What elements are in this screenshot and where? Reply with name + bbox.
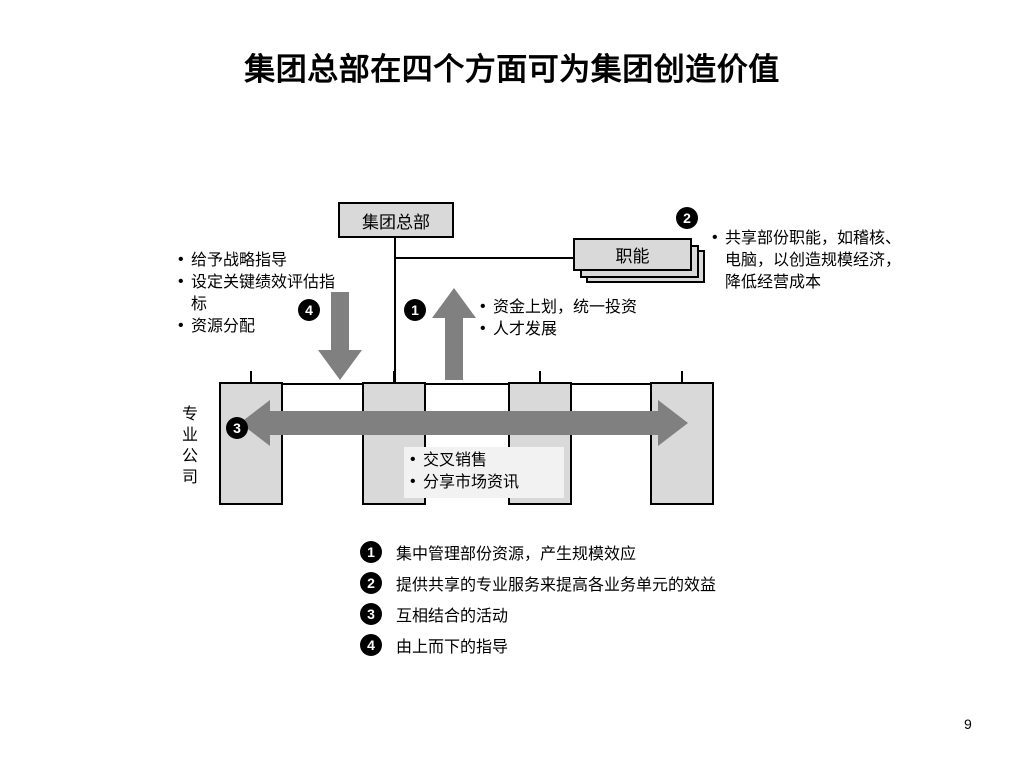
legend-marker-3: 3 xyxy=(360,602,382,625)
legend-marker-4: 4 xyxy=(360,633,382,656)
left-bullet-item: 设定关键绩效评估指标 xyxy=(178,271,343,316)
legend-marker-4-label: 4 xyxy=(367,636,375,653)
legend-marker-2-label: 2 xyxy=(367,574,375,591)
cross-sell-bullet-item: 交叉销售 xyxy=(410,449,558,472)
connector-drop-unit-3 xyxy=(539,371,541,385)
connector-drop-unit-1 xyxy=(250,371,252,385)
legend-marker-1-label: 1 xyxy=(367,543,375,560)
up-bullet-item: 资金上划，统一投资 xyxy=(480,296,690,319)
group-headquarters-label: 集团总部 xyxy=(362,212,430,232)
business-units-vertical-label: 专 业 公 司 xyxy=(180,404,200,488)
marker-badge-3: 3 xyxy=(226,417,248,439)
right-bullet-item: 共享部份职能，如稽核、电脑，以创造规模经济，降低经营成本 xyxy=(712,227,902,294)
arrow-up-icon xyxy=(432,288,476,385)
marker-badge-2-label: 2 xyxy=(683,210,691,226)
legend-text-2: 提供共享的专业服务来提高各业务单元的效益 xyxy=(396,576,717,594)
legend-item: 4 由上而下的指导 xyxy=(360,629,716,660)
left-bullet-item: 资源分配 xyxy=(178,315,343,338)
arrow-left-right-icon xyxy=(240,400,688,451)
left-callout-bullets: 给予战略指导 设定关键绩效评估指标 资源分配 xyxy=(178,249,343,338)
connector-drop-unit-4 xyxy=(681,371,683,385)
legend-list: 1 集中管理部份资源，产生规模效应 2 提供共享的专业服务来提高各业务单元的效益… xyxy=(360,536,716,660)
group-headquarters-box[interactable]: 集团总部 xyxy=(338,202,454,238)
legend-item: 2 提供共享的专业服务来提高各业务单元的效益 xyxy=(360,567,716,598)
right-callout-bullets: 共享部份职能，如稽核、电脑，以创造规模经济，降低经营成本 xyxy=(712,227,902,294)
cross-sell-bullet-item: 分享市场资讯 xyxy=(410,471,558,494)
function-label: 职能 xyxy=(615,247,650,266)
marker-badge-1: 1 xyxy=(404,299,426,321)
connector-function-branch xyxy=(394,257,575,259)
cross-selling-callout: 交叉销售 分享市场资讯 xyxy=(404,447,564,498)
function-box[interactable]: 职能 xyxy=(573,238,692,271)
marker-badge-3-label: 3 xyxy=(233,420,241,436)
vertical-label-char-3: 公 xyxy=(181,448,198,465)
legend-marker-3-label: 3 xyxy=(367,605,375,622)
legend-text-1: 集中管理部份资源，产生规模效应 xyxy=(396,545,637,563)
vertical-label-char-2: 业 xyxy=(181,427,198,444)
legend-marker-1: 1 xyxy=(360,540,382,563)
vertical-label-char-1: 专 xyxy=(181,406,198,423)
marker-badge-1-label: 1 xyxy=(411,302,419,318)
vertical-label-char-4: 司 xyxy=(181,469,198,486)
connector-distribution-bar xyxy=(250,383,682,385)
legend-text-3: 互相结合的活动 xyxy=(396,607,509,625)
legend-item: 3 互相结合的活动 xyxy=(360,598,716,629)
legend-item: 1 集中管理部份资源，产生规模效应 xyxy=(360,536,716,567)
page-title: 集团总部在四个方面可为集团创造价值 xyxy=(244,52,780,87)
legend-marker-2: 2 xyxy=(360,571,382,594)
connector-drop-unit-2 xyxy=(393,371,395,385)
business-unit-box-1[interactable] xyxy=(219,382,283,505)
left-bullet-item: 给予战略指导 xyxy=(178,249,343,272)
page-number: 9 xyxy=(964,716,972,732)
up-bullet-item: 人才发展 xyxy=(480,318,690,341)
legend-text-4: 由上而下的指导 xyxy=(396,638,509,656)
upward-flow-callout-bullets: 资金上划，统一投资 人才发展 xyxy=(480,296,690,341)
marker-badge-2: 2 xyxy=(676,207,698,229)
connector-hq-stem xyxy=(394,238,396,384)
